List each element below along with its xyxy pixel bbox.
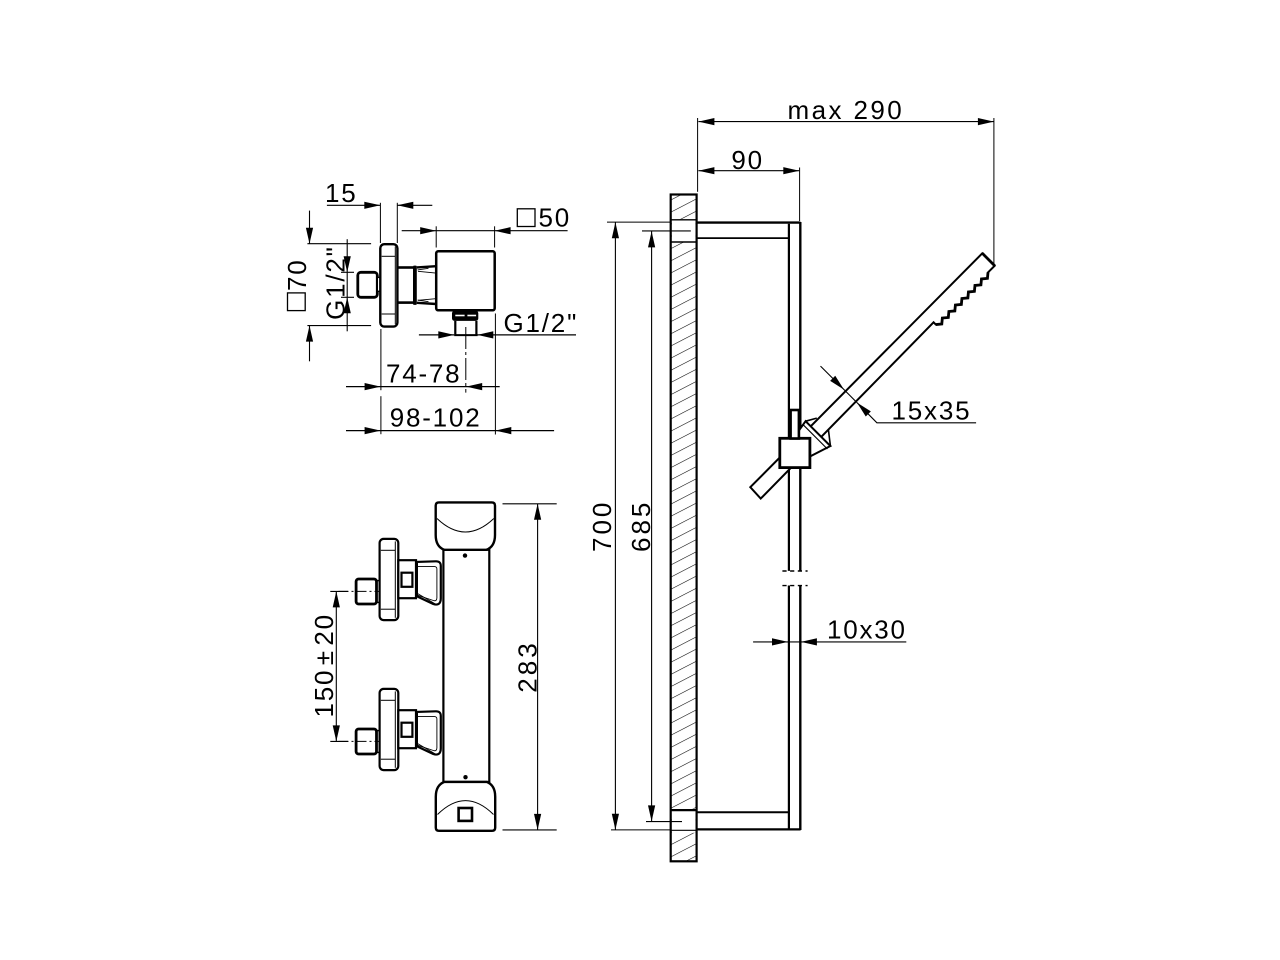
svg-text:74-78: 74-78 xyxy=(386,359,462,389)
svg-text:700: 700 xyxy=(587,500,617,552)
svg-text:98-102: 98-102 xyxy=(390,402,482,432)
svg-text:G1/2": G1/2" xyxy=(504,308,579,338)
svg-text:50: 50 xyxy=(539,203,572,233)
svg-text:90: 90 xyxy=(731,145,764,175)
svg-text:10x30: 10x30 xyxy=(827,615,907,645)
svg-text:max 290: max 290 xyxy=(788,95,905,125)
svg-text:70: 70 xyxy=(282,258,312,291)
svg-text:G1/2": G1/2" xyxy=(320,245,350,320)
svg-text:150±20: 150±20 xyxy=(309,613,339,717)
svg-text:283: 283 xyxy=(513,640,543,692)
svg-text:15x35: 15x35 xyxy=(892,396,972,426)
svg-text:15: 15 xyxy=(325,178,358,208)
svg-text:685: 685 xyxy=(626,500,656,552)
